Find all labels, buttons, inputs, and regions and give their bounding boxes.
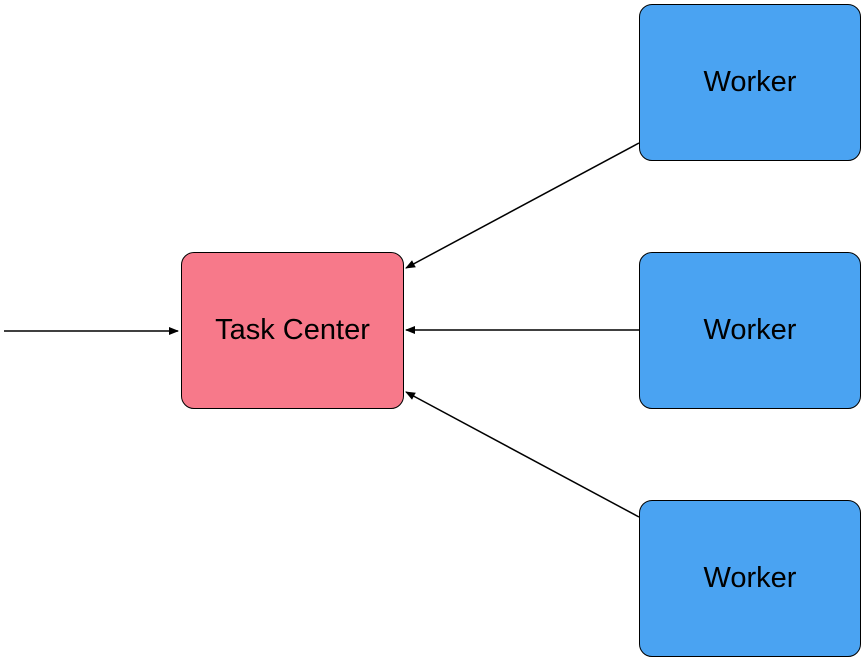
worker-label: Worker bbox=[703, 562, 797, 594]
worker-label: Worker bbox=[703, 314, 797, 346]
worker-node-1: Worker bbox=[639, 4, 861, 161]
task-center-label: Task Center bbox=[215, 314, 370, 346]
worker-node-2: Worker bbox=[639, 252, 861, 409]
arrow-worker-3-to-task-center bbox=[405, 391, 640, 518]
worker-label: Worker bbox=[703, 66, 797, 98]
arrow-worker-1-to-task-center bbox=[405, 142, 640, 269]
task-center-node: Task Center bbox=[181, 252, 404, 409]
worker-node-3: Worker bbox=[639, 500, 861, 657]
